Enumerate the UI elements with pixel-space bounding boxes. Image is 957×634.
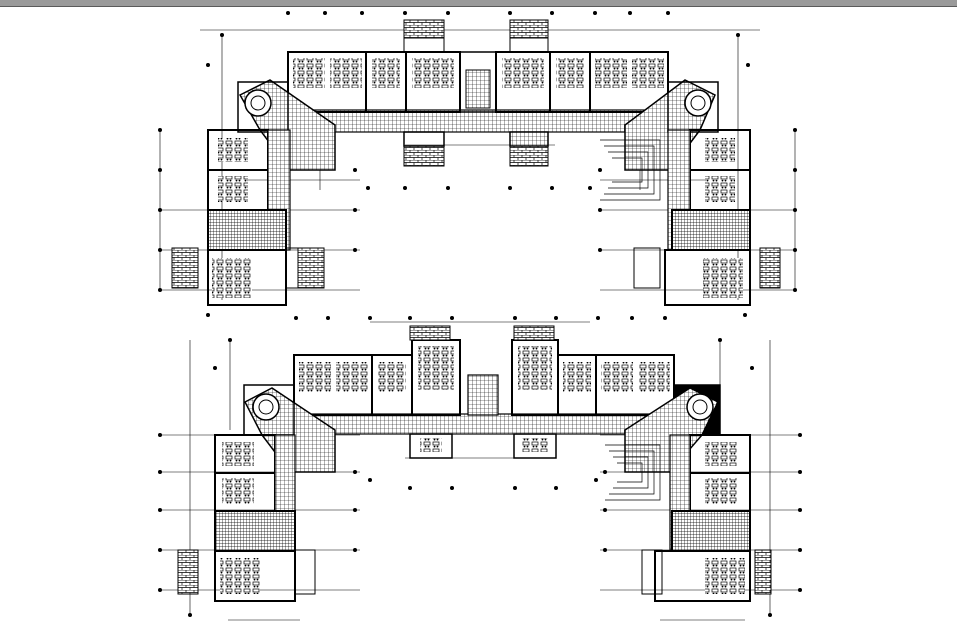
upper-floor-plan xyxy=(158,11,797,317)
cad-drawing-canvas[interactable] xyxy=(0,7,957,634)
lower-floor-plan xyxy=(158,316,802,621)
window-top-bar xyxy=(0,0,957,7)
